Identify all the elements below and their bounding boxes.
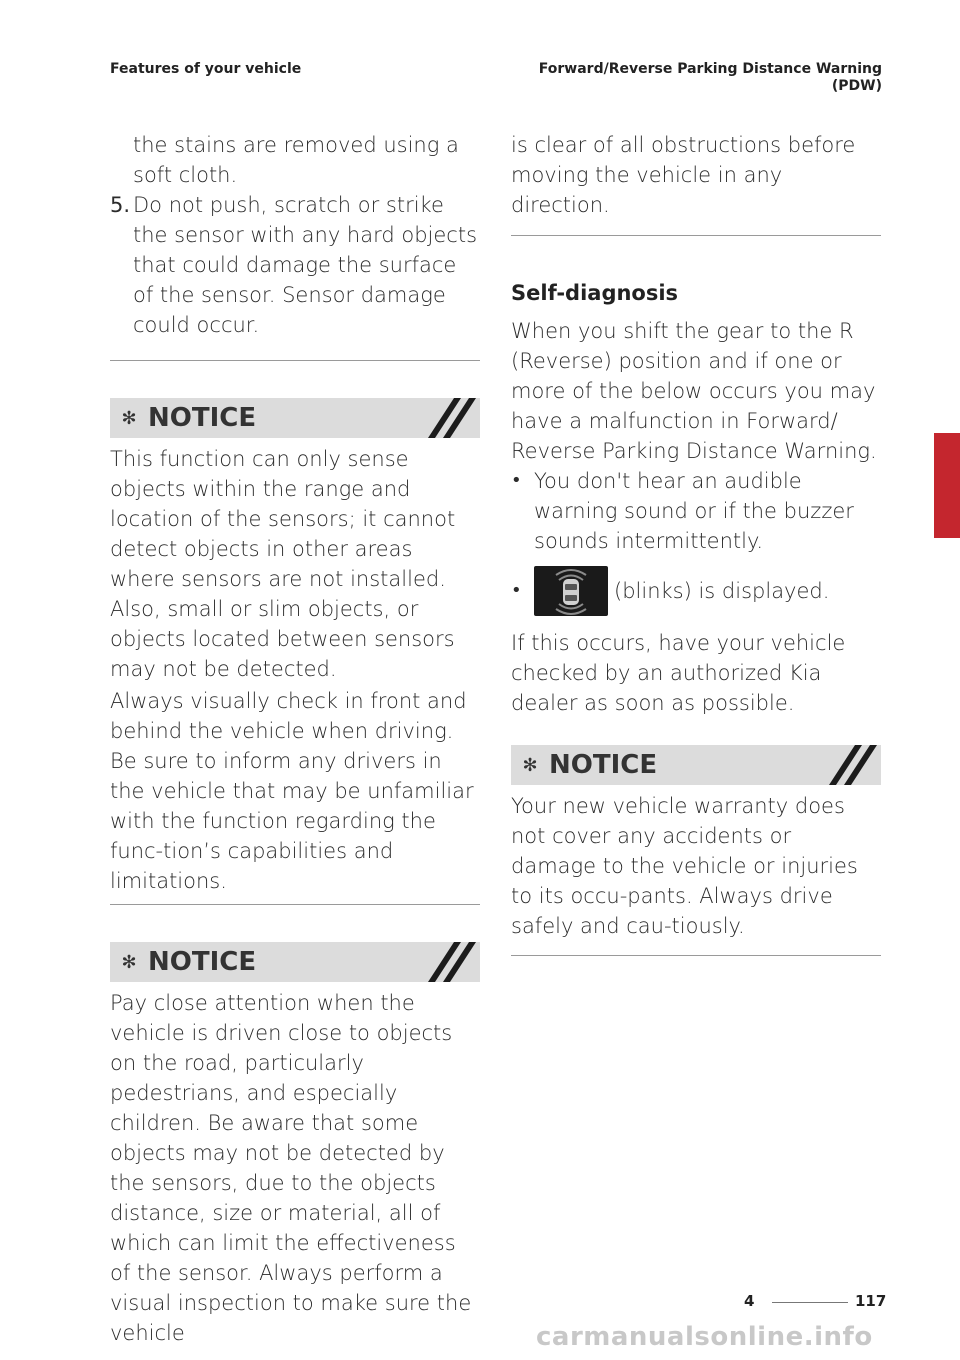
- page-number: 117: [855, 1292, 887, 1310]
- notice-paragraph: This function can only sense objects wit…: [110, 447, 456, 681]
- bullet-text: (blinks) is displayed.: [614, 579, 830, 603]
- bullet-item: • You don't hear an audible warning soun…: [511, 466, 881, 556]
- divider: [511, 235, 881, 236]
- running-header-right: Forward/Reverse Parking Distance Warning…: [539, 61, 882, 95]
- asterisk-icon: ✻: [522, 754, 538, 776]
- section-heading: Self-diagnosis: [511, 281, 679, 305]
- list-item-text: Do not push, scratch or strike the senso…: [133, 193, 478, 337]
- footer-chapter-number: 4: [744, 1292, 755, 1310]
- body-paragraph: When you shift the gear to the R (Revers…: [511, 319, 877, 463]
- notice-banner: ✻ NOTICE: [511, 745, 881, 785]
- bullet: •: [511, 580, 522, 601]
- running-header-title: Forward/Reverse Parking Distance Warning: [538, 61, 882, 77]
- chapter-tab: [934, 433, 960, 538]
- continued-list-text: the stains are removed using a soft clot…: [133, 133, 459, 187]
- continued-paragraph: is clear of all obstructions before movi…: [511, 133, 856, 217]
- notice-paragraph: Always visually check in front and behin…: [110, 689, 474, 893]
- running-header-left: Features of your vehicle: [110, 61, 302, 77]
- divider: [110, 360, 480, 361]
- divider: [110, 904, 480, 905]
- right-column: is clear of all obstructions before movi…: [511, 130, 881, 956]
- slash-stripes-icon: [428, 398, 476, 438]
- asterisk-icon: ✻: [121, 407, 137, 429]
- slash-stripes-icon: [428, 942, 476, 982]
- bullet: •: [511, 470, 522, 491]
- notice-label: NOTICE: [148, 947, 257, 977]
- list-number: 5.: [110, 193, 131, 217]
- slash-stripes-icon: [829, 745, 877, 785]
- parking-sensor-warning-icon: [534, 566, 608, 616]
- notice-paragraph: Your new vehicle warranty does not cover…: [511, 794, 858, 938]
- divider: [511, 955, 881, 956]
- body-paragraph: If this occurs, have your vehicle checke…: [511, 631, 846, 715]
- chapter-tab-number: 4: [940, 511, 954, 532]
- list-item-5: 5. Do not push, scratch or strike the se…: [110, 190, 480, 340]
- watermark: carmanualsonline.info: [536, 1322, 873, 1352]
- notice-paragraph: Pay close attention when the vehicle is …: [110, 991, 472, 1345]
- notice-banner: ✻ NOTICE: [110, 398, 480, 438]
- notice-label: NOTICE: [549, 750, 658, 780]
- notice-label: NOTICE: [148, 403, 257, 433]
- asterisk-icon: ✻: [121, 951, 137, 973]
- running-header-subtitle: (PDW): [831, 78, 882, 94]
- bullet-text: You don't hear an audible warning sound …: [534, 469, 854, 553]
- notice-banner: ✻ NOTICE: [110, 942, 480, 982]
- bullet-item: • (blinks) is displayed.: [511, 566, 881, 616]
- footer-divider: [772, 1302, 848, 1303]
- left-column: the stains are removed using a soft clot…: [110, 130, 480, 1348]
